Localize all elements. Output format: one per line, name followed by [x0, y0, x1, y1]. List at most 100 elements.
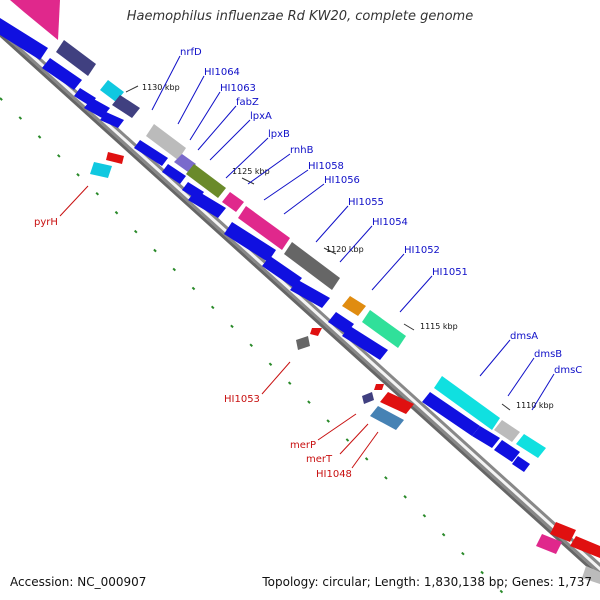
kbp-label: 1120 kbp — [326, 245, 364, 254]
feature-blocks — [0, 0, 600, 584]
leader-line — [351, 431, 379, 469]
guide-line-inner-reverse — [0, 97, 511, 600]
tick-marks — [125, 85, 511, 411]
gene-block-red-pyrH — [106, 152, 124, 164]
gene-block-blue-12 — [290, 280, 330, 308]
gene-block-blue-4 — [84, 98, 110, 118]
leader-line — [177, 75, 205, 125]
gene-block-cyan-1 — [100, 80, 124, 102]
gene-label-merP: merP — [290, 440, 316, 451]
gene-block-navy-merP — [362, 392, 374, 404]
gene-label-HI1053: HI1053 — [224, 394, 260, 405]
leader-line — [531, 373, 555, 411]
leader-line — [151, 55, 181, 111]
gene-block-blue-10 — [224, 222, 276, 262]
gene-label-HI1058: HI1058 — [308, 161, 344, 172]
gene-block-grey-HI1053 — [296, 336, 310, 350]
leader-line — [339, 423, 369, 455]
gene-label-dmsB: dmsB — [534, 349, 562, 360]
tick-1115kbp — [403, 323, 415, 331]
gene-block-olive — [186, 164, 226, 198]
gene-block-blue-6 — [134, 140, 168, 166]
gene-block-blue-7 — [162, 164, 186, 184]
gene-block-cyan-pyrH — [90, 162, 112, 178]
gene-block-grey-1 — [146, 124, 186, 160]
gene-label-dmsC: dmsC — [554, 365, 582, 376]
forward-gene-labels: nrfD HI1064 HI1063 fabZ lpxA lpxB rnhB H… — [180, 47, 582, 376]
gene-label-lpxA: lpxA — [250, 111, 272, 122]
gene-label-HI1054: HI1054 — [372, 217, 408, 228]
gene-block-grey-2 — [494, 420, 520, 442]
gene-block-blue-11 — [262, 256, 302, 288]
gene-label-HI1056: HI1056 — [324, 175, 360, 186]
gene-label-HI1052: HI1052 — [404, 245, 440, 256]
gene-label-HI1064: HI1064 — [204, 67, 240, 78]
gene-block-steel-HI1048 — [370, 406, 404, 430]
gene-block-red-bottom-2 — [570, 536, 600, 558]
kbp-label: 1125 kbp — [232, 167, 270, 176]
leader-line — [371, 253, 405, 291]
gene-block-magenta-bottom — [536, 534, 562, 554]
dotted-guide-lines — [0, 29, 600, 600]
leader-line — [479, 339, 511, 377]
gene-label-dmsA: dmsA — [510, 331, 538, 342]
gene-block-cyan-2 — [434, 376, 500, 430]
gene-block-blue-14 — [342, 326, 388, 360]
leader-line — [399, 275, 433, 313]
leader-line — [507, 357, 535, 397]
gene-label-fabZ: fabZ — [236, 97, 259, 108]
forward-label-leaders — [151, 55, 555, 411]
gene-block-blue-top — [0, 18, 48, 60]
gene-block-purple — [174, 154, 196, 172]
gene-block-blue-15 — [422, 392, 480, 436]
leader-line — [225, 137, 269, 179]
reverse-gene-labels: pyrH HI1053 merP merT HI1048 — [34, 217, 352, 480]
gene-block-red-HI1053 — [310, 328, 322, 336]
kbp-label: 1130 kbp — [142, 83, 180, 92]
gene-label-HI1055: HI1055 — [348, 197, 384, 208]
gene-block-magenta-2 — [222, 192, 244, 212]
gene-label-HI1051: HI1051 — [432, 267, 468, 278]
leader-line — [339, 225, 373, 263]
leader-line — [263, 169, 309, 201]
tick-1110kbp — [501, 403, 511, 411]
leader-line — [261, 361, 291, 395]
leader-line — [315, 205, 349, 243]
gene-block-navy-2 — [112, 95, 140, 118]
gene-label-HI1048: HI1048 — [316, 469, 352, 480]
gene-block-magenta-top — [10, 0, 60, 40]
leader-line — [247, 153, 291, 185]
gene-label-nrfD: nrfD — [180, 47, 202, 58]
gene-block-red-merC — [380, 392, 414, 414]
gene-block-red-bottom-1 — [550, 522, 576, 542]
gene-label-HI1063: HI1063 — [220, 83, 256, 94]
backbone-shadow — [0, 33, 600, 579]
gene-block-blue-13 — [328, 312, 354, 334]
gene-block-magenta-3 — [238, 206, 290, 250]
leader-line — [209, 119, 251, 161]
gene-label-merT: merT — [306, 454, 333, 465]
leader-line — [197, 105, 237, 151]
gene-block-dark-grey — [284, 242, 340, 290]
leader-line — [59, 185, 89, 217]
accession-text: Accession: NC_000907 — [10, 575, 147, 589]
gene-block-blue-16 — [472, 426, 500, 448]
gene-block-blue-5 — [100, 112, 124, 128]
tick-1120kbp — [323, 247, 337, 255]
reverse-label-leaders — [59, 185, 379, 469]
topology-summary-text: Topology: circular; Length: 1,830,138 bp… — [262, 575, 592, 589]
tick-1125kbp — [241, 177, 255, 185]
gene-block-blue-9 — [188, 190, 226, 218]
leader-line — [317, 413, 357, 441]
tick-1130kbp — [125, 85, 139, 93]
gene-block-green — [362, 310, 406, 348]
gene-block-red-merT — [374, 384, 384, 390]
kbp-label: 1115 kbp — [420, 322, 458, 331]
gene-block-orange — [342, 296, 366, 316]
gene-block-cyan-3 — [516, 434, 546, 458]
leader-line — [189, 91, 221, 141]
gene-block-blue-2 — [42, 58, 82, 90]
gene-block-blue-18 — [512, 456, 530, 472]
gene-label-lpxB: lpxB — [268, 129, 290, 140]
gene-block-navy-1 — [56, 40, 96, 76]
